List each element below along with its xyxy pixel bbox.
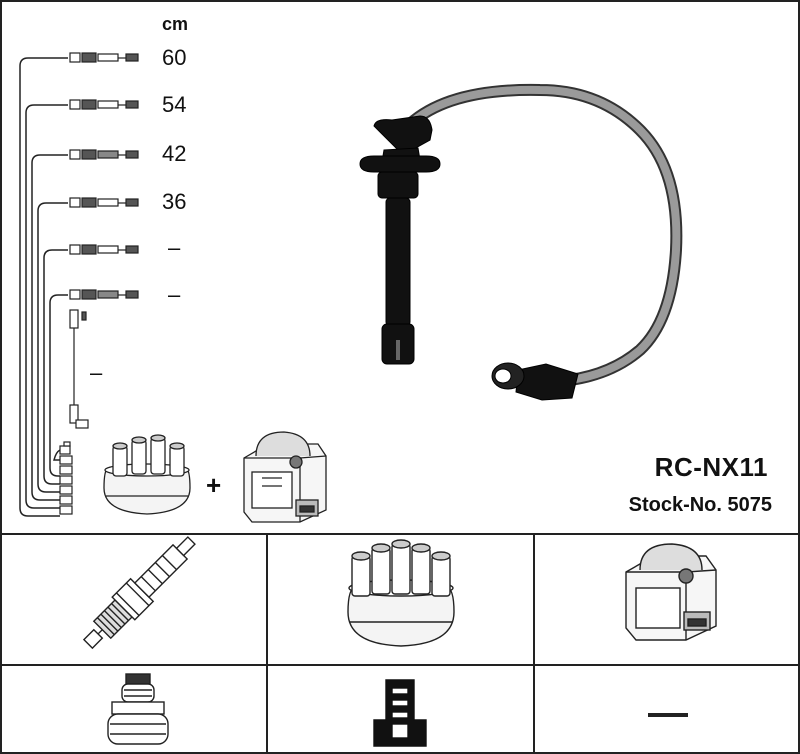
stock-number: Stock-No. 5075 — [628, 494, 772, 516]
lead-schematic — [19, 57, 68, 517]
lead-connectors — [59, 52, 139, 515]
lead-wire-7 — [53, 449, 62, 461]
lead-cable-outline — [404, 83, 683, 386]
lead-wire-6 — [49, 294, 68, 477]
distributor-cap-icon — [347, 539, 455, 647]
lead-wire-4 — [37, 202, 68, 493]
no-application-dash — [648, 713, 688, 717]
lead-wire-1 — [19, 57, 68, 517]
connector-terminal-icon — [373, 679, 427, 747]
spark-plug-icon — [82, 536, 196, 650]
ignition-lead-main — [359, 83, 683, 401]
lead-length-1: 60 — [162, 45, 187, 70]
connector-row-1 — [69, 52, 139, 63]
lead-wire-2 — [25, 104, 68, 509]
connector-row-6 — [69, 289, 139, 300]
length-unit-label: cm — [162, 14, 189, 34]
ignition-coil-icon — [625, 543, 717, 641]
lead-length-5: – — [168, 235, 181, 260]
distributor-connector — [491, 362, 579, 401]
connector-row-5 — [69, 244, 139, 255]
spark-plug-boot — [359, 115, 441, 365]
ignition-coil-small — [243, 431, 327, 523]
coil-lead-length: – — [90, 360, 103, 385]
lead-cable — [406, 85, 681, 384]
plug-terminal-icon — [107, 673, 169, 745]
lead-length-3: 42 — [162, 141, 187, 166]
part-number: RC-NX11 — [654, 452, 768, 482]
distributor-cap-small — [103, 434, 191, 515]
lead-end-terminals — [59, 441, 73, 515]
lead-length-2: 54 — [162, 92, 187, 117]
lead-wire-3 — [31, 154, 68, 501]
connector-row-4 — [69, 197, 139, 208]
coil-lead-vertical — [69, 309, 89, 429]
lead-length-6: – — [168, 282, 181, 307]
lead-length-4: 36 — [162, 189, 187, 214]
lead-wire-5 — [43, 249, 68, 485]
connector-row-3 — [69, 149, 139, 160]
connector-row-2 — [69, 99, 139, 110]
plus-sign: + — [206, 470, 222, 500]
